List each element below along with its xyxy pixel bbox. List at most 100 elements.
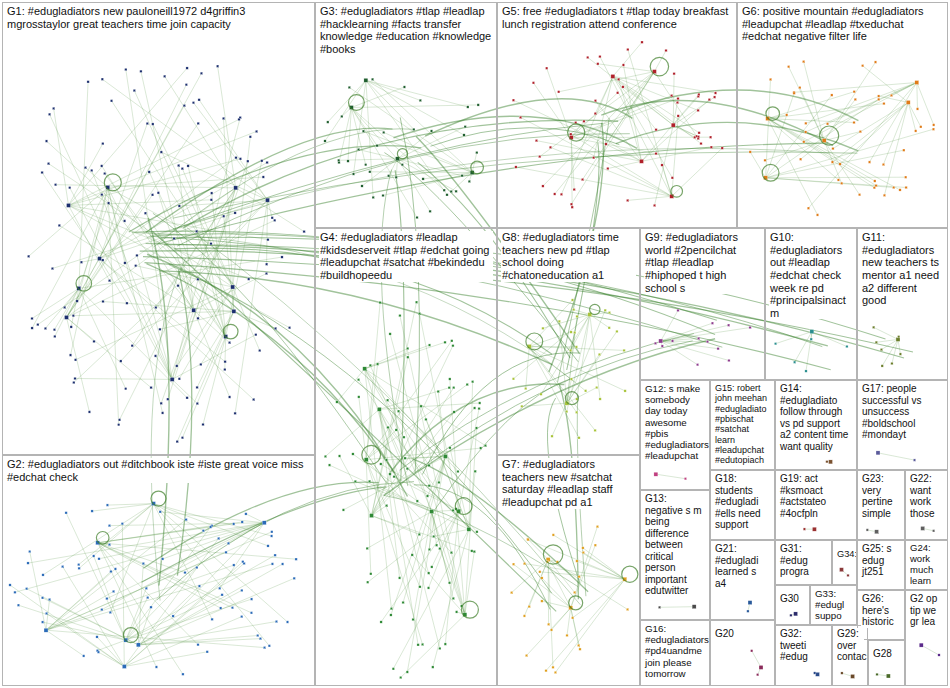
edge-line: [224, 118, 234, 311]
group-label: G24: work much learn: [909, 543, 944, 587]
vertex-dot: [125, 388, 127, 390]
group-panel: G4: #edugladiators #leadlap #kidsdeserve…: [315, 228, 497, 686]
group-label: G12: s make somebody day today awesome #…: [644, 383, 706, 461]
vertex-dot: [810, 338, 812, 340]
group-label: G25: s edug jt251: [861, 543, 901, 578]
vertex-dot: [558, 91, 560, 93]
vertex-dot: [386, 399, 388, 401]
vertex-dot: [91, 169, 93, 171]
vertex-dot: [65, 512, 67, 514]
edge-line: [413, 512, 432, 620]
vertex-dot: [393, 476, 395, 478]
vertex-dot: [893, 186, 895, 188]
edge-line: [46, 520, 186, 631]
vertex-dot: [560, 193, 562, 195]
vertex-dot: [200, 363, 202, 365]
vertex-dot: [661, 164, 663, 166]
vertex-dot: [578, 437, 580, 439]
vertex-dot: [671, 123, 675, 127]
group-panel: G15: robert john meehan #edugladiato #pb…: [710, 380, 775, 470]
vertex-dot: [891, 362, 893, 364]
edge-line: [892, 339, 898, 363]
vertex-dot: [582, 547, 584, 549]
vertex-dot: [816, 672, 820, 676]
edge-line: [365, 369, 429, 466]
edge-line: [806, 83, 917, 124]
edge-line: [120, 188, 236, 420]
vertex-dot: [159, 511, 161, 513]
vertex-dot: [108, 524, 110, 526]
edge-line: [372, 408, 475, 516]
vertex-dot: [575, 346, 577, 348]
vertex-dot: [101, 165, 103, 167]
vertex-dot: [250, 612, 252, 614]
vertex-dot: [366, 547, 368, 549]
vertex-dot: [220, 607, 222, 609]
edge-line: [654, 51, 666, 72]
edge-line: [795, 332, 812, 363]
group-label: G3: #edugladiators #tlap #leadlap #hackl…: [319, 5, 493, 56]
vertex-dot: [93, 340, 95, 342]
edge-line: [379, 409, 399, 578]
vertex-dot: [110, 570, 112, 572]
edge-line: [337, 369, 365, 402]
edge-line: [121, 200, 268, 361]
edge-line: [536, 141, 641, 162]
vertex-dot: [428, 485, 430, 487]
vertex-dot: [154, 355, 156, 357]
vertex-dot: [427, 587, 429, 589]
edge-line: [804, 83, 917, 142]
vertex-dot: [484, 444, 486, 446]
vertex-dot: [178, 205, 180, 207]
edge-line: [112, 101, 233, 287]
group-label: G10: #edugladiators out #leadlap #edchat…: [769, 231, 853, 319]
vertex-dot: [262, 176, 264, 178]
edge-line: [15, 523, 264, 593]
edge-line: [522, 403, 567, 406]
self-loop: [766, 107, 780, 121]
vertex-dot: [262, 521, 266, 525]
edge-line: [808, 83, 916, 209]
edge-line: [46, 564, 272, 630]
vertex-dot: [338, 455, 340, 457]
edge-line: [28, 523, 264, 563]
vertex-dot: [385, 504, 387, 506]
vertex-dot: [131, 345, 133, 347]
edge-line: [613, 42, 642, 76]
vertex-dot: [200, 72, 202, 74]
vertex-dot: [370, 573, 372, 575]
vertex-dot: [654, 472, 658, 476]
self-loop: [461, 601, 478, 618]
edge-line: [672, 148, 723, 196]
edge-line: [156, 356, 173, 380]
vertex-dot: [238, 118, 240, 120]
edge-line: [98, 543, 183, 674]
vertex-dot: [348, 86, 350, 88]
vertex-dot: [402, 601, 404, 603]
vertex-dot: [711, 322, 713, 324]
group-label: G30: [779, 593, 800, 605]
edge-line: [81, 259, 99, 263]
vertex-dot: [453, 386, 455, 388]
vertex-dot: [288, 327, 290, 329]
vertex-dot: [477, 104, 479, 106]
edge-line: [138, 636, 257, 645]
vertex-dot: [435, 544, 437, 546]
edge-line: [366, 80, 468, 107]
intergroup-edge: [173, 152, 858, 218]
vertex-dot: [369, 364, 371, 366]
vertex-dot: [365, 164, 367, 166]
vertex-dot: [286, 621, 288, 623]
edge-line: [571, 93, 617, 138]
vertex-dot: [706, 341, 708, 343]
edge-layer: [10, 42, 939, 677]
vertex-dot: [432, 666, 434, 668]
vertex-dot: [367, 581, 369, 583]
edge-line: [660, 606, 695, 608]
vertex-dot: [227, 542, 229, 544]
edge-line: [600, 57, 672, 197]
vertex-dot: [878, 95, 880, 97]
vertex-dot: [547, 623, 549, 625]
vertex-dot: [624, 390, 626, 392]
self-loop: [671, 186, 683, 198]
